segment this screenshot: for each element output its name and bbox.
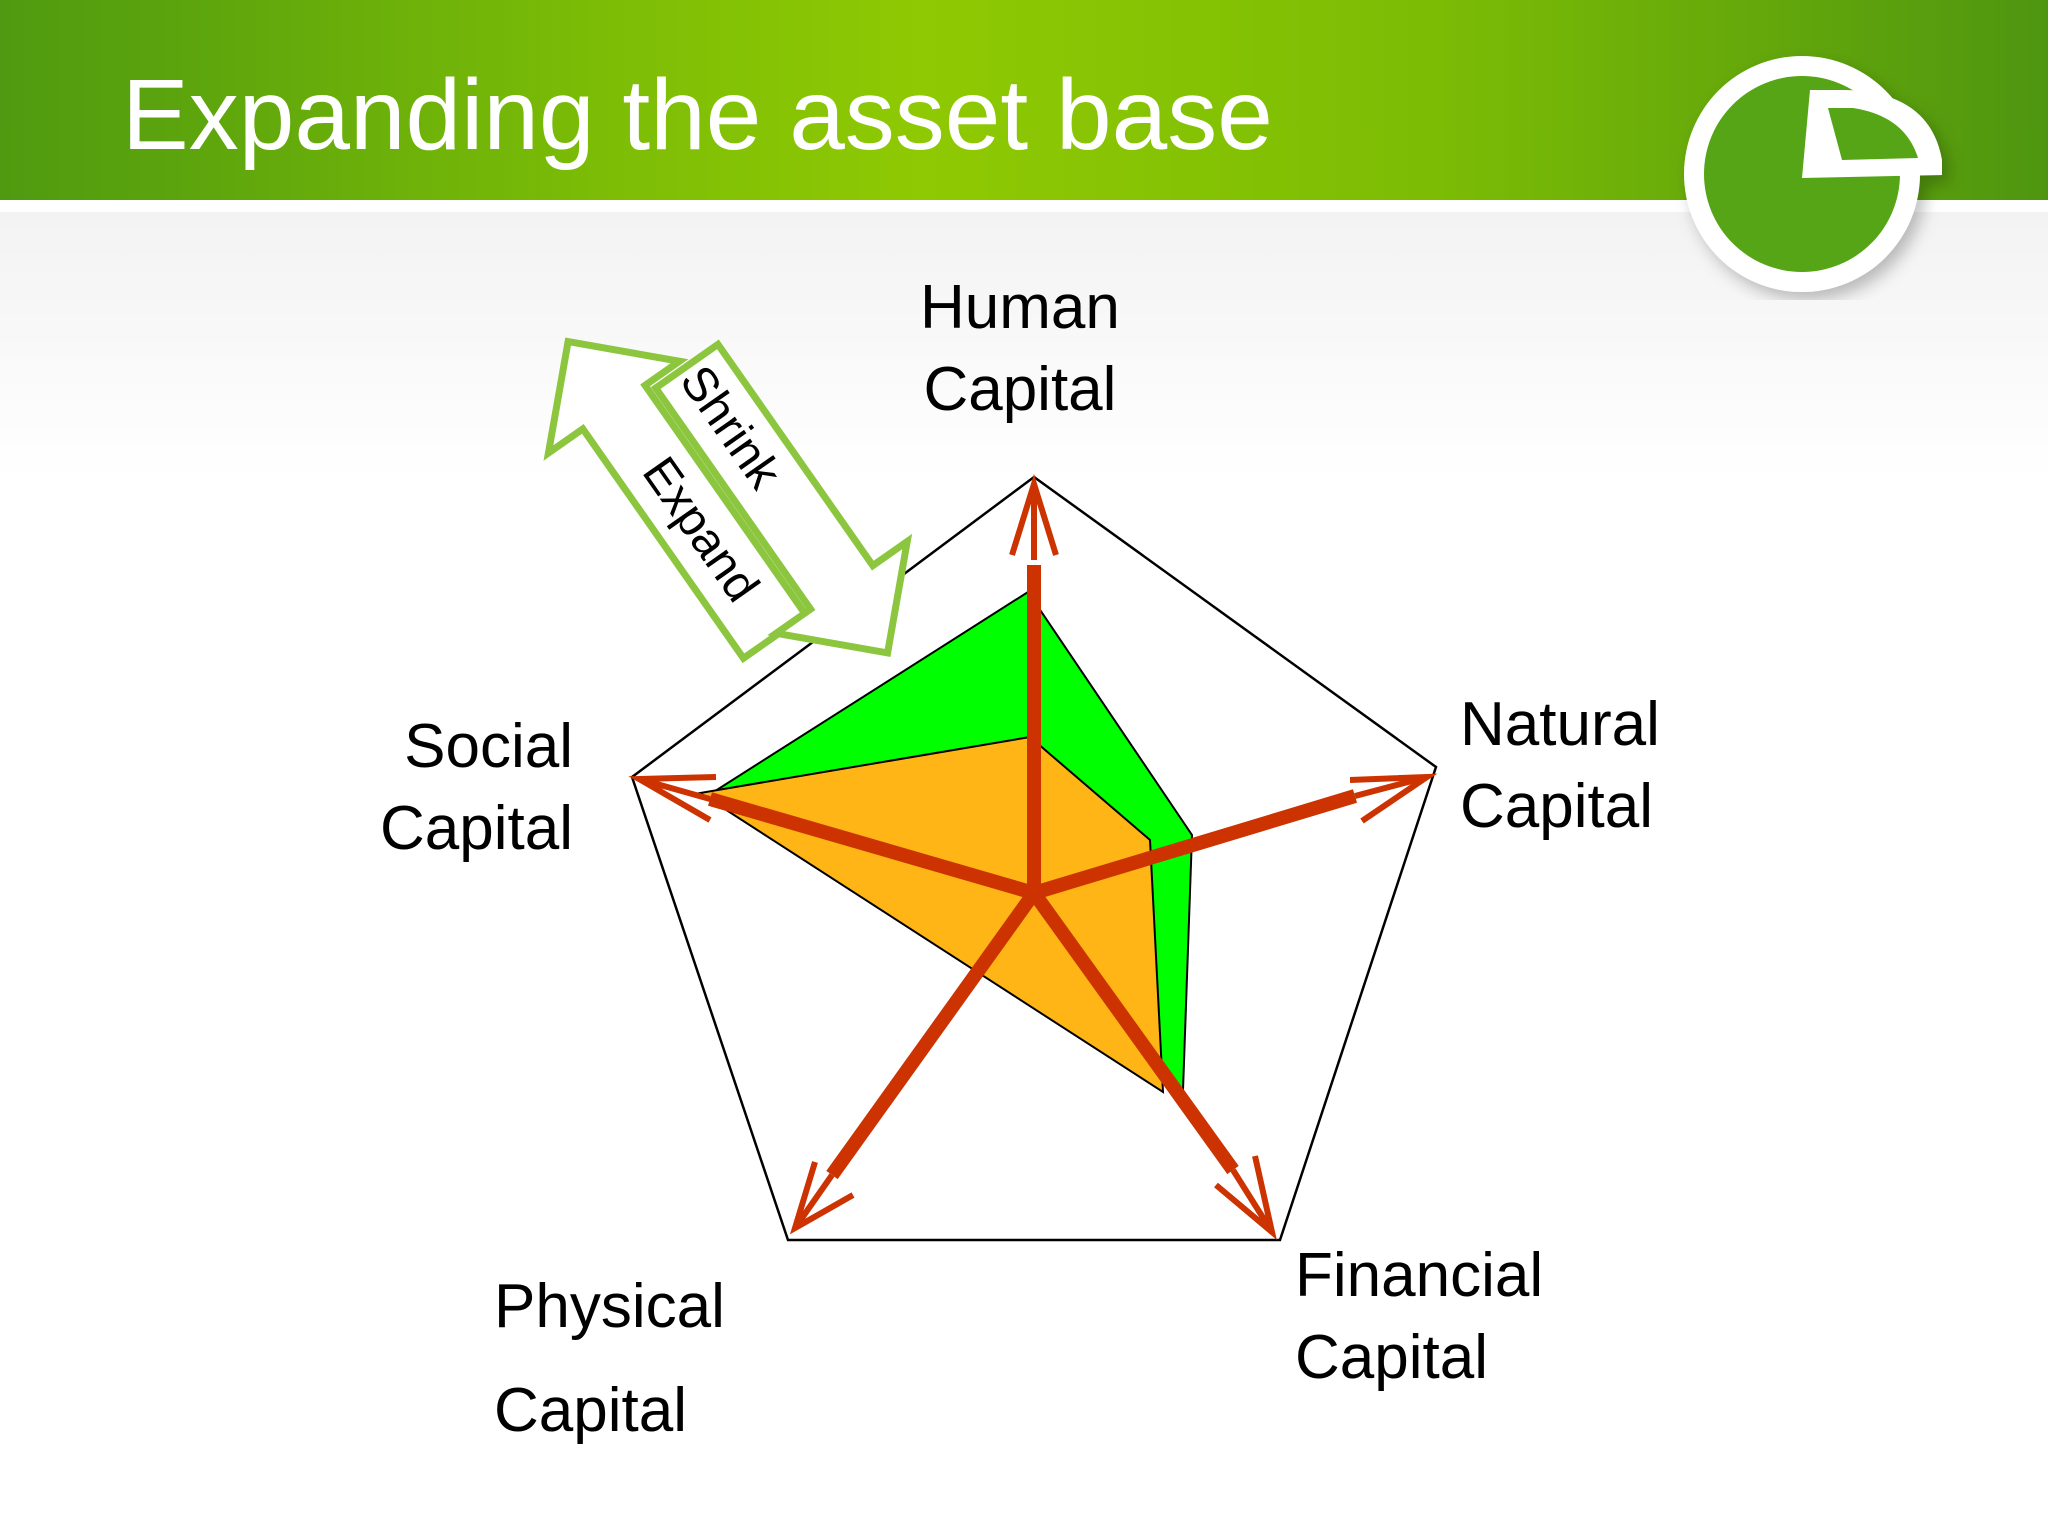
axis-label-natural-capital: Natural Capital bbox=[1460, 690, 1660, 841]
axis-label-physical-capital: Physical Capital bbox=[494, 1272, 725, 1445]
header-divider bbox=[0, 200, 2048, 212]
arrowhead-natural bbox=[1349, 773, 1438, 824]
axis-arrowheads bbox=[628, 473, 1438, 1240]
arrowhead-physical bbox=[789, 1161, 855, 1235]
axis-arrow-financial bbox=[1028, 888, 1239, 1175]
arrowhead-human bbox=[1009, 473, 1059, 560]
axis-arrow-social bbox=[708, 792, 1036, 900]
axis-label-financial-capital: Financial Capital bbox=[1295, 1241, 1544, 1392]
axis-arrows bbox=[708, 565, 1358, 1180]
arrowhead-social bbox=[628, 774, 717, 823]
axis-label-social-capital: Social Capital bbox=[380, 712, 573, 863]
slide-title: Expanding the asset base bbox=[122, 59, 1273, 171]
arrowhead-financial bbox=[1214, 1155, 1277, 1240]
axis-arrow-natural bbox=[1031, 789, 1358, 900]
pie-chart-logo-icon bbox=[1684, 56, 1942, 292]
axis-label-human-capital: Human Capital bbox=[920, 273, 1120, 424]
axis-arrow-physical bbox=[826, 888, 1040, 1180]
